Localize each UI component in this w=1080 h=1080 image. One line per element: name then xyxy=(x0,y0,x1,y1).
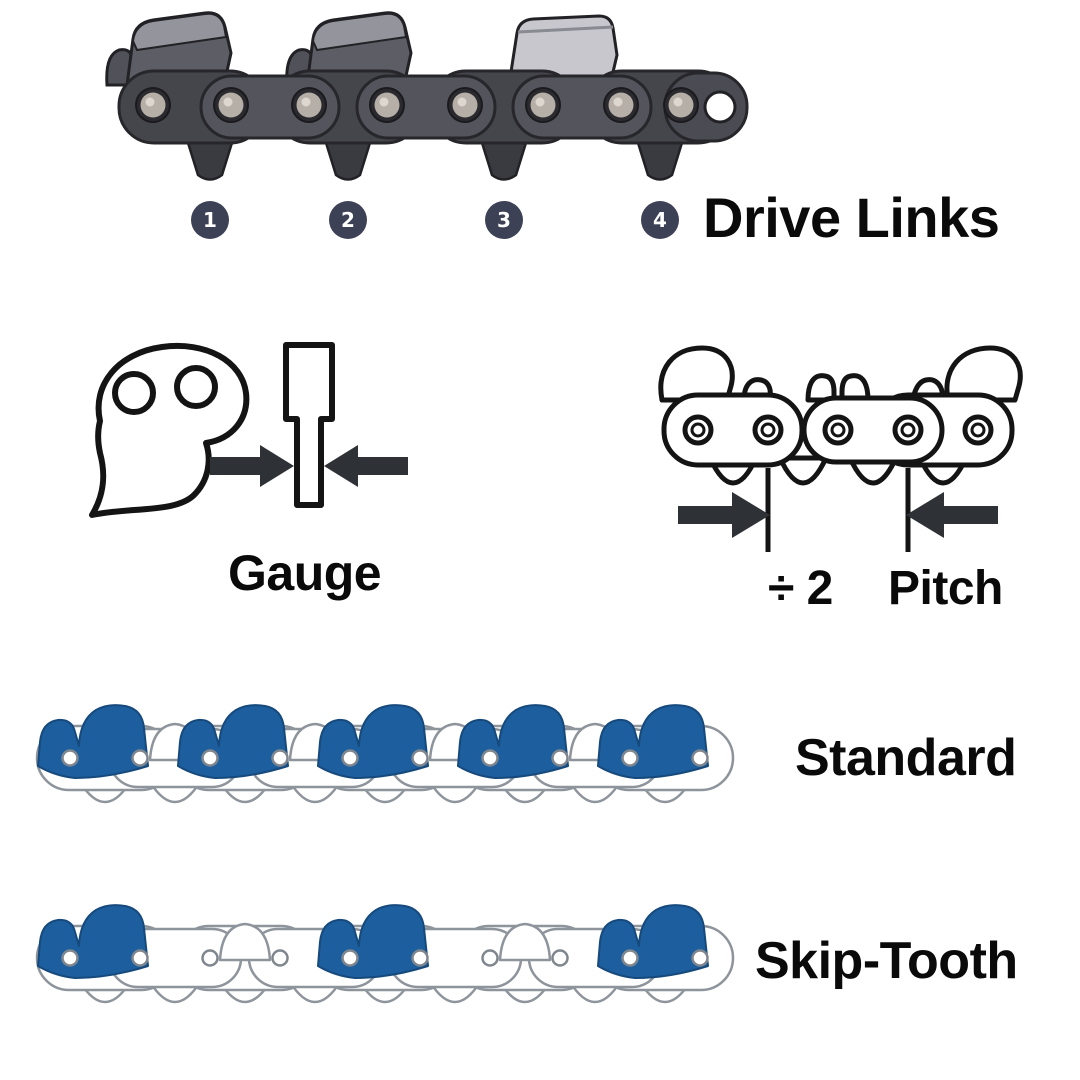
rivets xyxy=(135,87,699,123)
drive-link-marker-3: 3 xyxy=(485,201,523,239)
drive-link-outline xyxy=(89,342,250,518)
gauge-arrows xyxy=(210,445,408,487)
bumper-link xyxy=(507,14,619,87)
pitch-diagram xyxy=(658,345,1023,552)
pitch-measurement xyxy=(678,468,998,552)
pitch-divider-label: ÷ 2 xyxy=(768,562,833,615)
side-plates xyxy=(661,392,1015,468)
rivet-hole xyxy=(174,365,218,409)
pitch-label: Pitch xyxy=(888,562,1003,615)
tie-strap-humps xyxy=(218,922,552,962)
drive-links-label: Drive Links xyxy=(703,186,1000,249)
drive-link-marker-2: 2 xyxy=(329,201,367,239)
gauge-diagram xyxy=(89,342,408,518)
blue-cutters xyxy=(37,704,709,779)
standard-label: Standard xyxy=(795,729,1017,787)
chain-photo-illustration xyxy=(105,11,749,181)
drive-link-marker-1: 1 xyxy=(191,201,229,239)
blue-cutters xyxy=(37,904,709,979)
rivet-hole xyxy=(112,371,156,415)
cutter-humps xyxy=(658,345,1023,403)
gauge-bar xyxy=(283,342,335,508)
standard-chain-diagram xyxy=(35,704,735,804)
gauge-label: Gauge xyxy=(228,545,382,601)
rivet-holes xyxy=(61,749,709,767)
end-link-hole xyxy=(703,90,737,124)
cutter-link xyxy=(285,11,413,87)
skip-tooth-chain-diagram xyxy=(35,904,735,1004)
rivets xyxy=(682,414,994,446)
skip-tooth-label: Skip-Tooth xyxy=(755,932,1018,990)
drive-link-marker-4: 4 xyxy=(641,201,679,239)
rivet-holes xyxy=(61,949,709,967)
cutter-link xyxy=(105,11,233,87)
